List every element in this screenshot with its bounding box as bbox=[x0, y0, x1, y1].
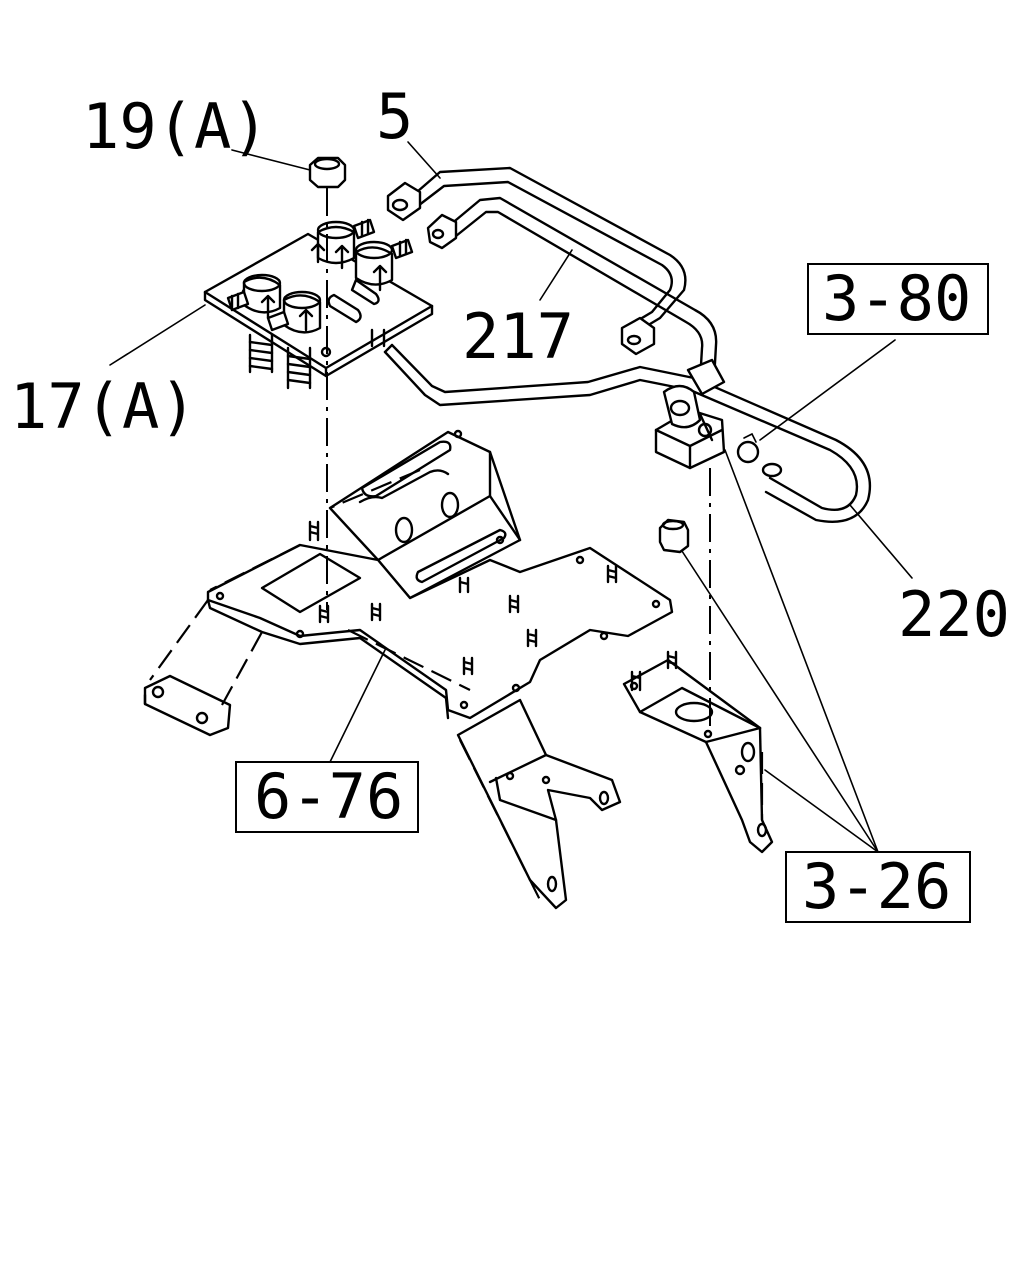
pipe-clamp-bracket bbox=[654, 358, 726, 470]
callout-5: 5 bbox=[376, 80, 413, 153]
pipe-5 bbox=[386, 166, 687, 356]
bracket-3-26 bbox=[622, 650, 774, 854]
bracket-studs bbox=[308, 520, 618, 676]
hex-nut-19a bbox=[308, 156, 347, 189]
valve-block-17a bbox=[203, 218, 434, 390]
pipe-217 bbox=[426, 196, 718, 384]
callout-6-76-text: 6-76 bbox=[254, 760, 403, 833]
callout-box-6-76: 6-76 bbox=[235, 760, 419, 833]
mounting-bracket-6-76 bbox=[143, 429, 674, 910]
pipe-220 bbox=[383, 343, 872, 523]
leader-lines bbox=[109, 141, 913, 853]
alignment-lines bbox=[326, 188, 711, 730]
nut-3-26 bbox=[658, 518, 690, 554]
clamp-ring-3-80 bbox=[736, 432, 760, 464]
callout-3-80-text: 3-80 bbox=[822, 262, 971, 335]
callout-17a: 17(A) bbox=[10, 370, 197, 443]
callout-box-3-26: 3-26 bbox=[785, 850, 971, 923]
callout-217: 217 bbox=[462, 300, 574, 373]
callout-3-26-text: 3-26 bbox=[802, 850, 951, 923]
spring-studs bbox=[248, 328, 386, 390]
callout-box-3-80: 3-80 bbox=[807, 262, 989, 335]
callout-220: 220 bbox=[898, 578, 1010, 651]
